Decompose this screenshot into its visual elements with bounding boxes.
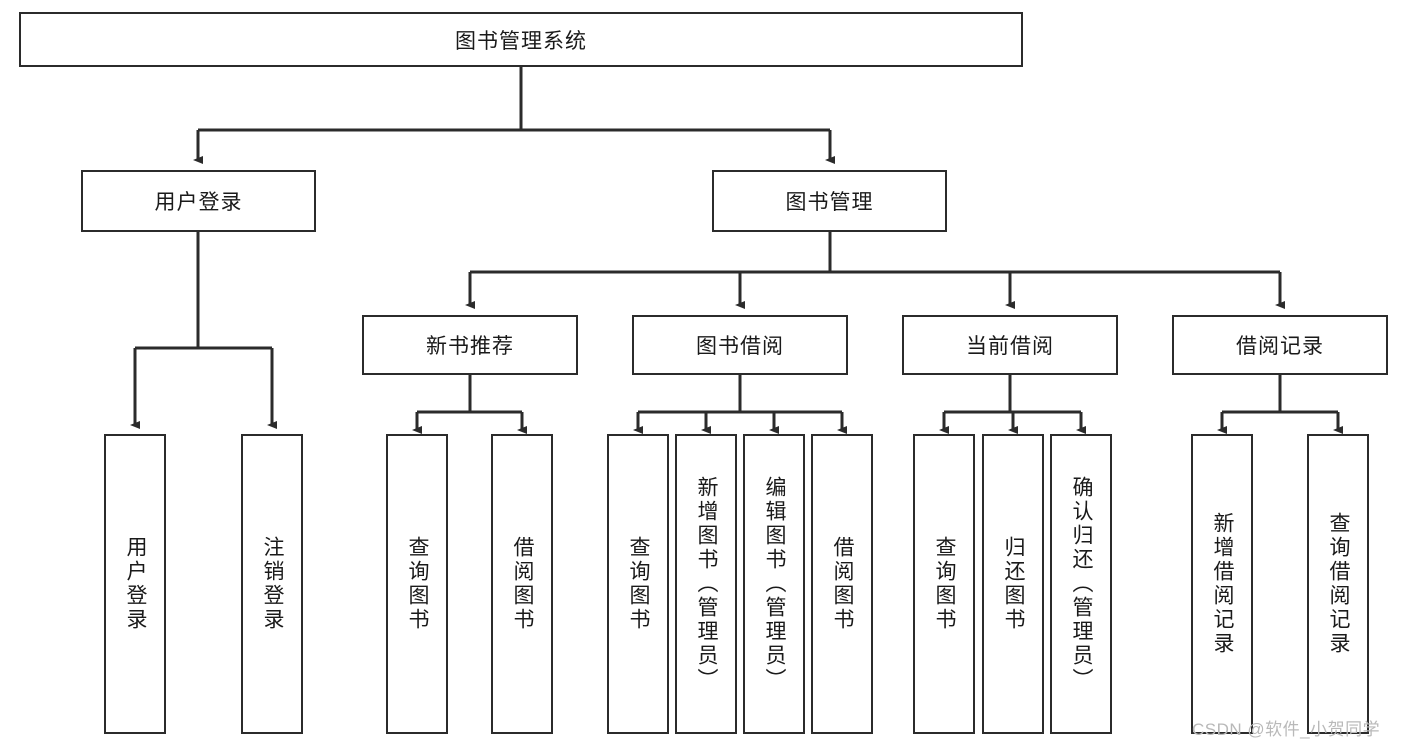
node-leaf-cur-confirm[interactable]: 确认归还（管理员）	[1050, 434, 1112, 734]
node-leaf-rec-query2[interactable]: 查询借阅记录	[1307, 434, 1369, 734]
node-leaf-borrow-do[interactable]: 借阅图书	[811, 434, 873, 734]
node-leaf-borrow-do-label: 借阅图书	[831, 536, 855, 632]
csdn-watermark: CSDN @软件_小贺同学	[1192, 720, 1381, 739]
node-leaf-borrow-edit-label: 编辑图书（管理员）	[763, 476, 787, 692]
node-new-book-rec-label: 新书推荐	[426, 335, 514, 358]
node-user-login-label: 用户登录	[154, 191, 243, 214]
node-book-borrow-label: 图书借阅	[696, 335, 784, 358]
node-borrow-record[interactable]: 借阅记录	[1172, 315, 1388, 375]
node-current-borrow-label: 当前借阅	[966, 335, 1054, 358]
node-user-login[interactable]: 用户登录	[81, 170, 316, 232]
node-borrow-record-label: 借阅记录	[1236, 335, 1324, 358]
node-leaf-rec-borrow[interactable]: 借阅图书	[491, 434, 553, 734]
node-leaf-borrow-query-label: 查询图书	[627, 536, 651, 632]
node-root[interactable]: 图书管理系统	[19, 12, 1023, 67]
node-root-label: 图书管理系统	[455, 29, 587, 53]
node-new-book-rec[interactable]: 新书推荐	[362, 315, 578, 375]
node-leaf-user-logout-label: 注销登录	[261, 536, 285, 632]
node-leaf-borrow-edit[interactable]: 编辑图书（管理员）	[743, 434, 805, 734]
node-book-manage-label: 图书管理	[785, 191, 874, 214]
node-leaf-rec-query[interactable]: 查询图书	[386, 434, 448, 734]
node-leaf-rec-add-label: 新增借阅记录	[1211, 512, 1235, 656]
node-leaf-user-logout[interactable]: 注销登录	[241, 434, 303, 734]
node-leaf-rec-add[interactable]: 新增借阅记录	[1191, 434, 1253, 734]
node-leaf-cur-return[interactable]: 归还图书	[982, 434, 1044, 734]
node-leaf-cur-query-label: 查询图书	[933, 536, 957, 632]
node-leaf-rec-query2-label: 查询借阅记录	[1327, 512, 1351, 656]
node-book-borrow[interactable]: 图书借阅	[632, 315, 848, 375]
node-book-manage[interactable]: 图书管理	[712, 170, 947, 232]
node-leaf-cur-confirm-label: 确认归还（管理员）	[1070, 476, 1094, 692]
node-leaf-borrow-add-label: 新增图书（管理员）	[695, 476, 719, 692]
node-leaf-borrow-query[interactable]: 查询图书	[607, 434, 669, 734]
node-leaf-borrow-add[interactable]: 新增图书（管理员）	[675, 434, 737, 734]
node-leaf-rec-query-label: 查询图书	[406, 536, 430, 632]
node-leaf-user-login[interactable]: 用户登录	[104, 434, 166, 734]
node-leaf-user-login-label: 用户登录	[124, 536, 148, 632]
node-leaf-cur-query[interactable]: 查询图书	[913, 434, 975, 734]
node-leaf-rec-borrow-label: 借阅图书	[511, 536, 535, 632]
node-current-borrow[interactable]: 当前借阅	[902, 315, 1118, 375]
node-leaf-cur-return-label: 归还图书	[1002, 536, 1026, 632]
